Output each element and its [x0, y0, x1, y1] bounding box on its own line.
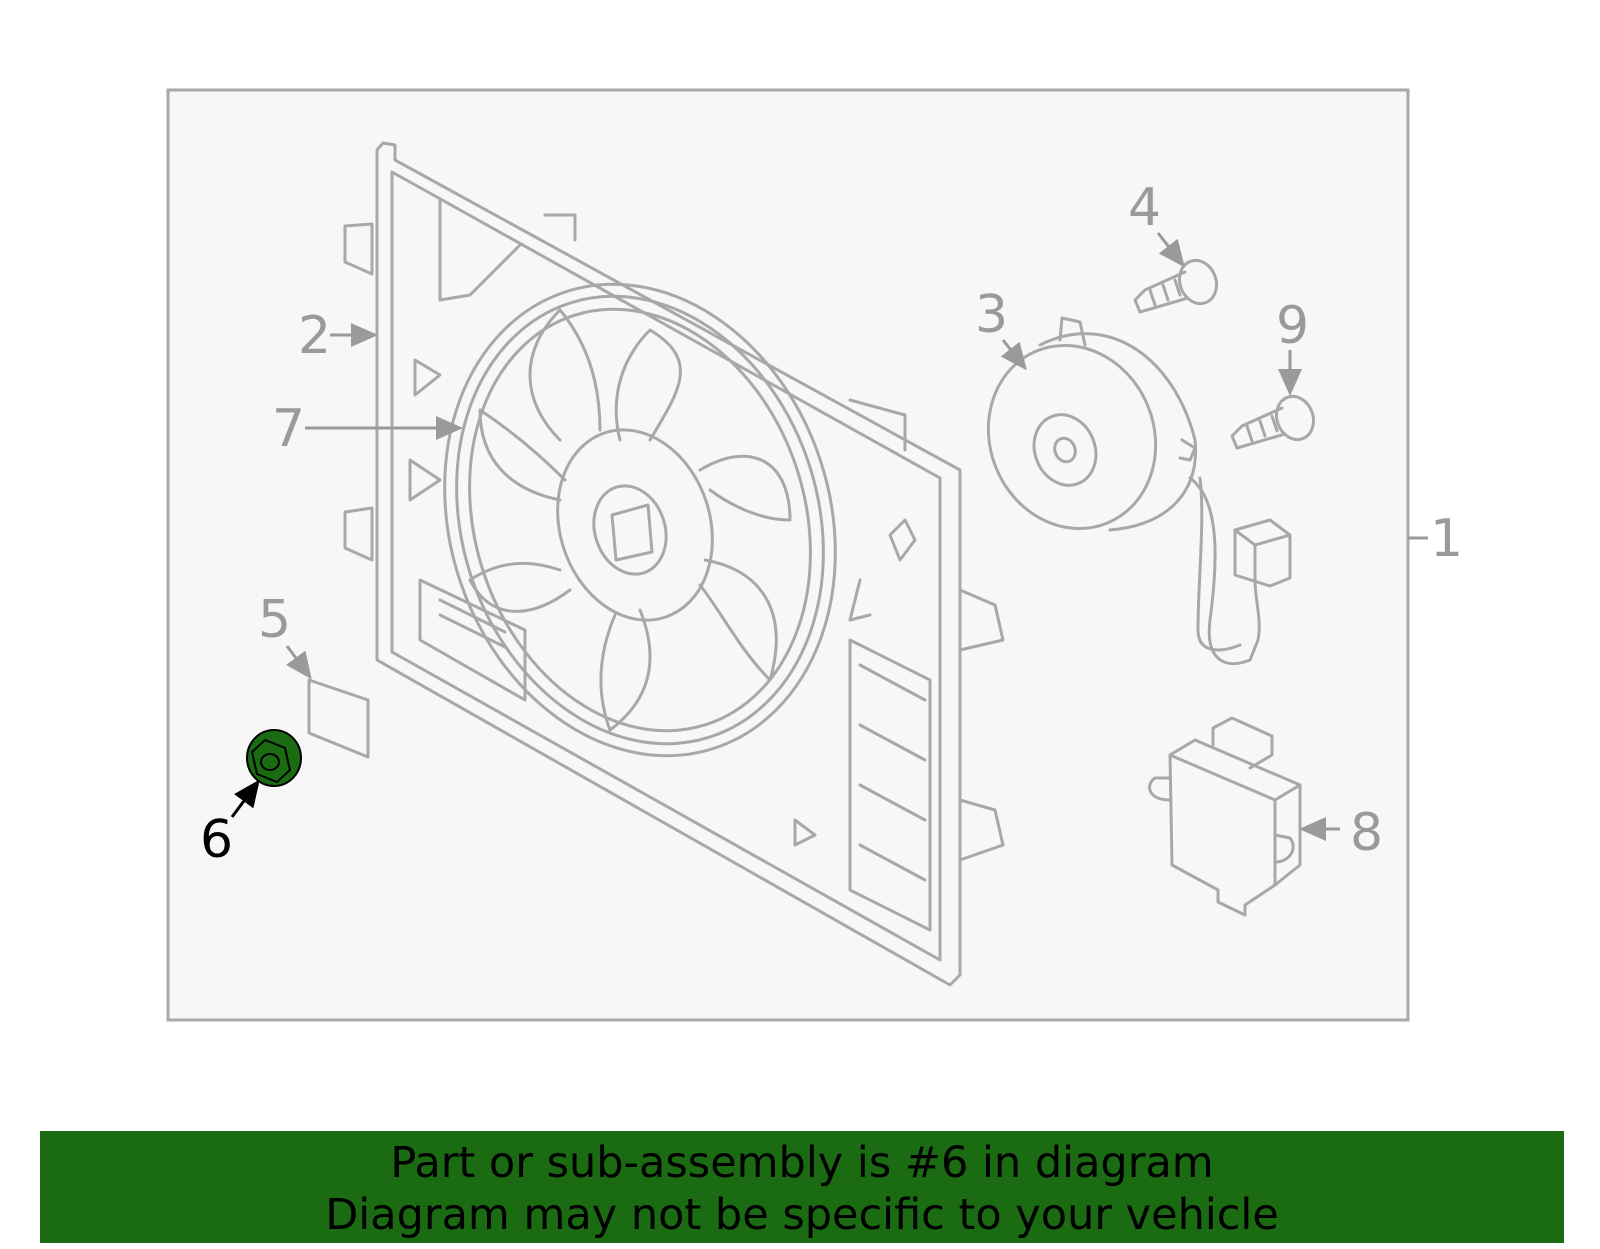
- bolt-9-drawing: [1230, 394, 1316, 450]
- label-5-drawing: [307, 678, 370, 759]
- leader-3: [1000, 339, 1027, 371]
- leader-4: [1156, 232, 1185, 268]
- banner-line-disclaimer: Diagram may not be specific to your vehi…: [325, 1190, 1279, 1240]
- callout-4: 4: [1128, 178, 1161, 238]
- leader-6: [230, 779, 260, 818]
- fan-motor-drawing: [986, 316, 1292, 666]
- callout-7: 7: [272, 399, 305, 459]
- nut-6-highlighted: [246, 729, 302, 787]
- assembly-frame: [166, 88, 1410, 1022]
- callout-9: 9: [1276, 296, 1309, 356]
- callout-2: 2: [298, 306, 331, 366]
- callout-8: 8: [1350, 803, 1383, 863]
- callout-3: 3: [975, 285, 1008, 345]
- banner-line-part-number: Part or sub-assembly is #6 in diagram: [390, 1138, 1214, 1188]
- control-module-8-drawing: [1148, 716, 1302, 917]
- callout-6: 6: [200, 810, 233, 870]
- info-banner: Part or sub-assembly is #6 in diagram Di…: [40, 1131, 1564, 1243]
- leader-5: [285, 645, 312, 680]
- fan-drawing: [443, 282, 837, 758]
- callout-1: 1: [1430, 509, 1463, 569]
- callout-5: 5: [258, 590, 291, 650]
- bolt-4-drawing: [1133, 258, 1219, 314]
